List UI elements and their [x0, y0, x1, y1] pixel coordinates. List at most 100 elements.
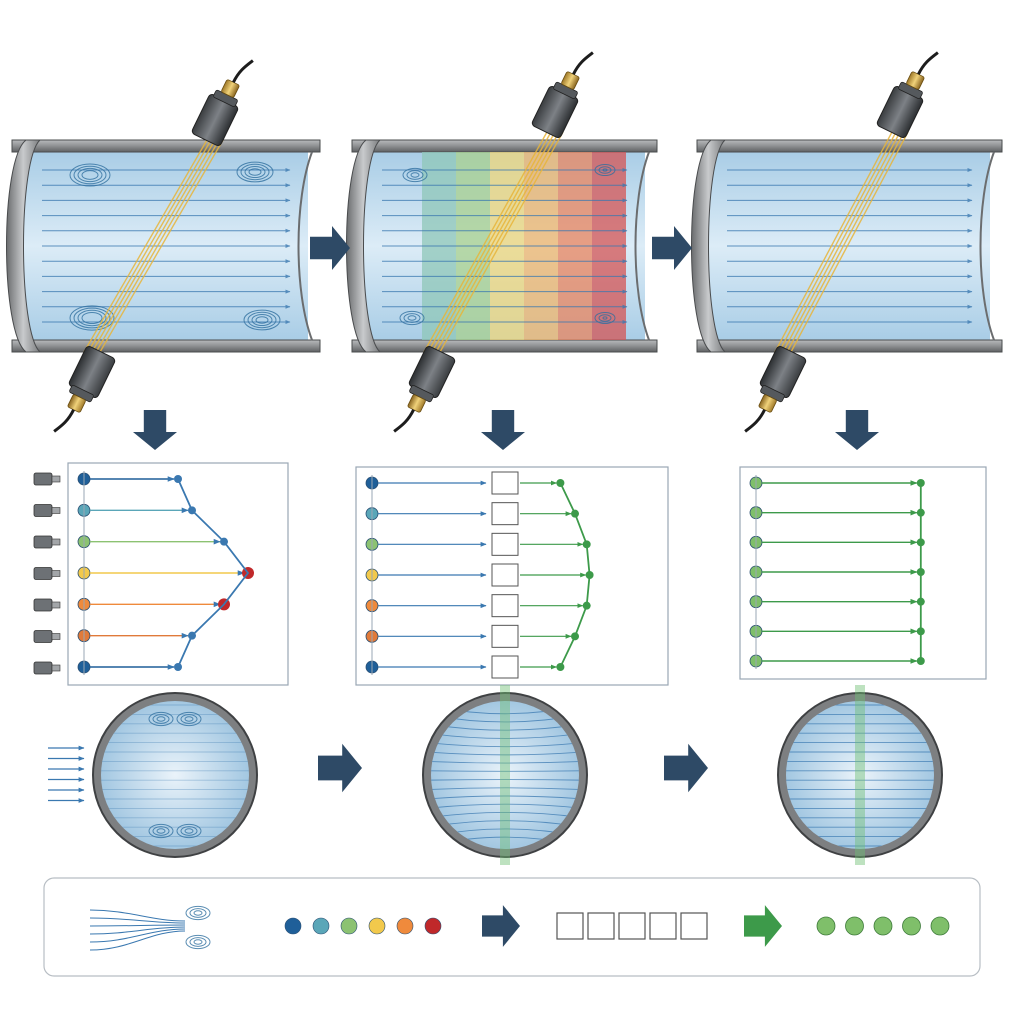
beam-line	[99, 139, 224, 353]
beam-line	[423, 131, 548, 353]
legend-corrected-dot	[902, 916, 921, 936]
cross-vortex	[176, 823, 202, 839]
transducer-icon	[33, 472, 53, 486]
vortex-ring	[399, 310, 425, 326]
legend-sensor-dot	[396, 917, 414, 935]
profile-curve	[177, 478, 250, 668]
beam-line	[774, 131, 893, 353]
legend-conditioner-cell	[618, 912, 646, 940]
sensor-cable	[572, 51, 594, 75]
cross-flow-line	[431, 769, 579, 773]
transducer-icon	[33, 598, 53, 612]
vortex-ring	[73, 307, 111, 329]
pipe-top-wall	[11, 139, 321, 153]
vortex-top-right	[236, 161, 274, 183]
transducer-icon	[33, 504, 53, 517]
vortex-ring	[148, 823, 174, 839]
vortex-ring	[240, 163, 270, 181]
pipe-flow-lines-3	[727, 168, 973, 324]
arrow-down-1	[133, 410, 177, 450]
vortex-small-top-right	[594, 164, 616, 176]
profile-panel-1	[67, 462, 289, 686]
vortex-ring	[244, 166, 266, 178]
vortex-ring	[73, 165, 107, 185]
vortex-ring	[410, 172, 420, 178]
measurement-plane	[855, 685, 865, 865]
transducer-tip	[51, 601, 61, 609]
conditioner-cell	[491, 624, 519, 648]
cross-section-1	[92, 692, 258, 858]
vortex-ring	[176, 823, 202, 839]
cross-flow-line	[431, 803, 579, 810]
legend-arrow-navy	[482, 905, 520, 947]
vortex-ring	[180, 714, 198, 724]
transducer-bottom-1	[53, 346, 116, 433]
sensor-cable	[744, 409, 766, 433]
vortex-small-bottom	[399, 310, 425, 326]
legend-streamline	[89, 928, 186, 943]
cross-flow-line	[431, 759, 579, 764]
legend-conditioner-cell	[680, 912, 708, 940]
vortex-ring	[248, 168, 262, 176]
beam-line	[87, 139, 212, 353]
vortex-ring	[185, 934, 211, 950]
vortex-ring	[602, 168, 608, 172]
pipe-flow-lines-2	[382, 168, 628, 324]
vortex-ring	[403, 313, 421, 323]
vortex-ring	[69, 163, 111, 187]
sensor-connector	[561, 71, 580, 90]
legend-sensor-dot	[424, 917, 442, 935]
vortex-ring	[77, 309, 107, 327]
vortex-ring	[251, 314, 273, 326]
ultrasonic-beam-2	[423, 131, 564, 353]
vortex-ring	[594, 164, 616, 176]
vortex-ring	[184, 828, 194, 834]
sensor-cable	[53, 409, 75, 433]
beam-line	[435, 131, 560, 353]
transducer-icon	[33, 535, 53, 549]
profile-curve	[559, 482, 591, 668]
vortex-ring	[255, 316, 269, 324]
legend-conditioner-cell	[587, 912, 615, 940]
vortex-ring	[189, 908, 207, 918]
conditioner-cell	[491, 532, 519, 556]
vortex-ring	[152, 826, 170, 836]
legend-streamline	[89, 926, 186, 935]
legend-streamline	[89, 909, 186, 922]
process-arrows	[133, 226, 879, 793]
beam-line	[431, 131, 556, 353]
profile-frame	[67, 462, 289, 686]
legend-vortex-streamlines	[89, 905, 211, 951]
incoming-flow-arrows	[48, 745, 85, 803]
cross-vortex	[148, 711, 174, 727]
vortex-ring	[193, 910, 203, 916]
pipe-left-rim	[6, 139, 42, 353]
legend-streamline	[89, 930, 186, 951]
cross-flow-line	[431, 795, 579, 801]
beam-line	[427, 131, 552, 353]
cross-flow-line	[431, 741, 579, 748]
cross-flow-line	[431, 750, 579, 756]
pipe-top-wall	[351, 139, 658, 153]
legend-streamline	[89, 917, 186, 924]
sensor-cable	[917, 51, 939, 75]
vortex-ring	[598, 314, 612, 322]
sensor-connector	[758, 394, 777, 413]
vortex-ring	[81, 170, 99, 180]
vortex-ring	[189, 937, 207, 947]
pipe-interior	[431, 701, 579, 849]
legend-arrow-green	[744, 905, 782, 947]
transducer-top-1	[191, 59, 254, 146]
arrow-cross-2-to-3	[664, 743, 708, 793]
transducer-tip	[51, 570, 61, 577]
transducer-icon	[33, 567, 53, 580]
beam-line	[439, 131, 564, 353]
vortex-ring	[185, 905, 211, 921]
pipe-bottom-wall	[11, 339, 321, 353]
vortex-top-left	[69, 163, 111, 187]
vortex-ring	[77, 167, 103, 183]
legend-corrected-dot	[873, 916, 893, 936]
transducer-bottom-2	[393, 346, 456, 433]
arrow-cross-1-to-2	[318, 743, 362, 793]
